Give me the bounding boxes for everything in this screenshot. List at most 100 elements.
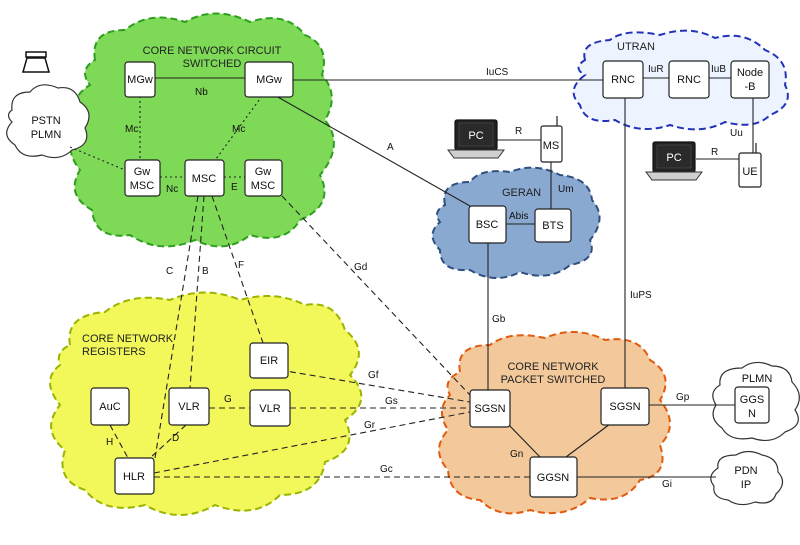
node-b-line2: -B [745, 81, 756, 93]
node-vlr-1[interactable]: VLR [168, 387, 210, 426]
node-gw-msc-2[interactable]: Gw MSC [244, 159, 283, 197]
edge-gn1 [504, 420, 541, 458]
node-ggsn[interactable]: GGSN [529, 456, 578, 498]
node-b-line1: Node [737, 67, 763, 79]
edge-b [189, 195, 205, 389]
ip-label: IP [741, 479, 751, 491]
label-gn: Gn [510, 449, 523, 460]
hlr-label: HLR [123, 471, 145, 483]
nodes: MGw MGw Gw MSC MSC Gw MSC RNC [90, 60, 770, 498]
node-plmn-ggsn[interactable]: GGS N [734, 386, 770, 424]
node-node-b[interactable]: Node -B [730, 60, 770, 99]
edge-d [149, 424, 187, 459]
pc-1-label: PC [468, 130, 483, 142]
edge-mc2 [215, 95, 263, 160]
label-gb: Gb [492, 314, 506, 325]
node-ms[interactable]: MS [540, 116, 563, 163]
label-gf: Gf [368, 370, 379, 381]
edges [69, 77, 754, 478]
node-sgsn-1[interactable]: SGSN [469, 389, 511, 428]
label-um: Um [558, 184, 574, 195]
vlr-2-label: VLR [259, 403, 280, 415]
pc-2-label: PC [666, 152, 681, 164]
node-sgsn-2[interactable]: SGSN [600, 387, 650, 426]
node-rnc-2[interactable]: RNC [668, 60, 710, 99]
label-mc2: Mc [232, 124, 245, 135]
label-b: B [202, 266, 209, 277]
cloud-pstn-plmn: PSTN PLMN [6, 84, 90, 159]
edge-a [275, 95, 471, 207]
edge-gf [279, 369, 471, 403]
label-r2: R [711, 147, 718, 158]
cloud-pdn-ip: PDN IP [710, 450, 784, 506]
ms-label: MS [543, 140, 560, 152]
ps-title-line2: PACKET SWITCHED [501, 374, 606, 386]
node-bsc[interactable]: BSC [468, 205, 507, 244]
vlr-1-label: VLR [178, 401, 199, 413]
label-iups: IuPS [630, 290, 652, 301]
gw-msc-2-line2: MSC [251, 180, 276, 192]
laptop-icon-pc-1[interactable]: PC [447, 119, 505, 159]
rnc-1-label: RNC [611, 74, 635, 86]
label-c: C [166, 266, 173, 277]
label-gs: Gs [385, 396, 398, 407]
label-gr: Gr [364, 420, 376, 431]
edge-labels: Nb Mc Mc Nc E IuCS IuR IuB Uu A R R Um A… [106, 64, 743, 490]
plmn-label: PLMN [31, 129, 62, 141]
label-iucs: IuCS [486, 67, 509, 78]
node-gw-msc-1[interactable]: Gw MSC [124, 159, 161, 197]
label-nb: Nb [195, 87, 208, 98]
ps-title-line1: CORE NETWORK [507, 361, 599, 373]
label-gc: Gc [380, 464, 393, 475]
telephone-icon [22, 51, 50, 73]
node-eir[interactable]: EIR [249, 342, 289, 379]
label-d: D [172, 433, 179, 444]
label-abis: Abis [509, 211, 528, 222]
gw-msc-1-line2: MSC [130, 180, 155, 192]
node-bts[interactable]: BTS [534, 208, 572, 243]
label-h: H [106, 437, 113, 448]
plmn-right-label: PLMN [742, 373, 773, 385]
node-auc[interactable]: AuC [90, 387, 130, 426]
gw-msc-2-line1: Gw [255, 166, 272, 178]
node-msc[interactable]: MSC [184, 159, 225, 197]
auc-label: AuC [99, 401, 120, 413]
ggsn-label: GGSN [537, 472, 569, 484]
node-vlr-2[interactable]: VLR [249, 389, 291, 427]
label-e: E [231, 182, 238, 193]
sgsn-1-label: SGSN [474, 403, 505, 415]
laptop-icon-pc-2[interactable]: PC [645, 141, 703, 181]
utran-title: UTRAN [617, 41, 655, 53]
pstn-label: PSTN [31, 115, 60, 127]
label-f: F [238, 260, 244, 271]
cloud-geran: GERAN [431, 166, 601, 279]
cs-title-line1: CORE NETWORK CIRCUIT [143, 45, 282, 57]
node-rnc-1[interactable]: RNC [602, 60, 644, 99]
plmn-ggsn-line1: GGS [740, 394, 764, 406]
node-ue[interactable]: UE [738, 143, 762, 188]
cloud-circuit-switched: CORE NETWORK CIRCUIT SWITCHED [69, 12, 335, 248]
edge-f [211, 195, 264, 344]
geran-title: GERAN [502, 187, 541, 199]
label-iur: IuR [648, 64, 664, 75]
label-iub: IuB [711, 64, 726, 75]
node-mgw-1[interactable]: MGw [124, 61, 156, 98]
sgsn-2-label: SGSN [609, 401, 640, 413]
rnc-2-label: RNC [677, 74, 701, 86]
edge-gn2 [565, 423, 611, 458]
edge-gd [281, 195, 471, 396]
label-uu: Uu [730, 128, 743, 139]
pdn-label: PDN [734, 465, 757, 477]
node-mgw-2[interactable]: MGw [244, 61, 294, 98]
mgw-2-label: MGw [256, 74, 282, 86]
label-mc1: Mc [125, 124, 138, 135]
eir-label: EIR [260, 355, 278, 367]
registers-title-line1: CORE NETWORK [82, 333, 174, 345]
mgw-1-label: MGw [127, 74, 153, 86]
label-g: G [224, 394, 232, 405]
bts-label: BTS [542, 220, 563, 232]
node-hlr[interactable]: HLR [114, 457, 155, 495]
gw-msc-1-line1: Gw [134, 166, 151, 178]
